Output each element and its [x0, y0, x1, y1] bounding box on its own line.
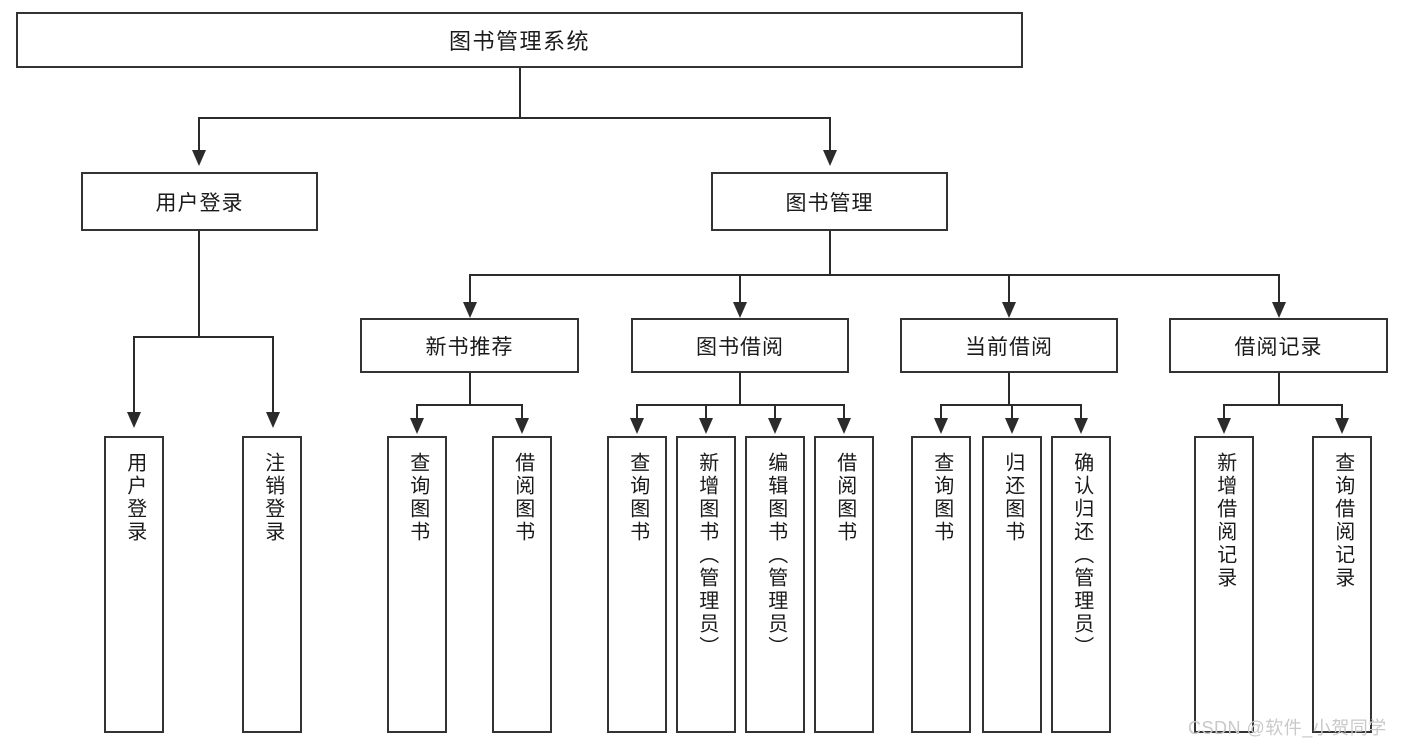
node-label: 借阅记录: [1234, 335, 1323, 359]
leaf-current-return-book[interactable]: 归还图书: [982, 436, 1042, 733]
leaf-recommend-query-book[interactable]: 查询图书: [387, 436, 447, 733]
leaf-label: 注销登录: [261, 452, 284, 544]
node-label: 用户登录: [155, 191, 244, 215]
connector-record-to-leaf-2: [1341, 404, 1343, 420]
connector-recommend-to-leaf-1: [416, 404, 418, 420]
leaf-label: 查询图书: [930, 452, 953, 544]
connector-current-to-leaf-3: [1080, 404, 1082, 420]
connector-login-to-leaf-2: [272, 336, 274, 414]
arrowhead-recommend-leaf-2: [515, 418, 529, 434]
leaf-label: 借阅图书: [833, 452, 856, 544]
leaf-user-logout[interactable]: 注销登录: [242, 436, 302, 733]
leaf-label: 编辑图书（管理员）: [764, 452, 787, 659]
connector-login-bus: [133, 336, 274, 338]
connector-recommend-stem: [469, 373, 471, 405]
leaf-label: 查询图书: [406, 452, 429, 544]
connector-borrow-to-leaf-4: [843, 404, 845, 420]
arrowhead-login-leaf-1: [127, 412, 141, 428]
connector-record-stem: [1278, 373, 1280, 405]
arrowhead-manage-record: [1272, 302, 1286, 318]
node-label: 当前借阅: [965, 335, 1053, 359]
leaf-label: 确认归还（管理员）: [1070, 452, 1093, 659]
connector-recommend-to-leaf-2: [521, 404, 523, 420]
leaf-current-confirm-return[interactable]: 确认归还（管理员）: [1051, 436, 1111, 733]
leaf-current-query-book[interactable]: 查询图书: [911, 436, 971, 733]
arrowhead-manage-borrow: [733, 302, 747, 318]
connector-root-bus: [198, 117, 830, 119]
node-current-borrow[interactable]: 当前借阅: [900, 318, 1118, 373]
node-user-login[interactable]: 用户登录: [81, 172, 318, 231]
connector-manage-to-borrow: [739, 274, 741, 304]
leaf-record-query-record[interactable]: 查询借阅记录: [1312, 436, 1372, 733]
arrowhead-manage-current: [1002, 302, 1016, 318]
connector-root-to-manage: [829, 117, 831, 152]
leaf-borrow-edit-book[interactable]: 编辑图书（管理员）: [745, 436, 805, 733]
leaf-label: 查询借阅记录: [1331, 452, 1354, 590]
connector-manage-to-record: [1278, 274, 1280, 304]
leaf-user-login[interactable]: 用户登录: [104, 436, 164, 733]
arrowhead-root-to-manage: [823, 150, 837, 166]
connector-root-stem: [519, 68, 521, 118]
arrowhead-borrow-leaf-1: [630, 418, 644, 434]
leaf-label: 新增图书（管理员）: [695, 452, 718, 659]
arrowhead-borrow-leaf-3: [768, 418, 782, 434]
arrowhead-root-to-login: [192, 150, 206, 166]
node-new-book-recommend[interactable]: 新书推荐: [360, 318, 579, 373]
connector-manage-to-recommend: [469, 274, 471, 304]
arrowhead-record-leaf-1: [1217, 418, 1231, 434]
connector-current-to-leaf-1: [940, 404, 942, 420]
leaf-label: 用户登录: [123, 452, 146, 544]
csdn-watermark: CSDN @软件_小贺同学: [1188, 718, 1387, 738]
node-borrow-record[interactable]: 借阅记录: [1169, 318, 1388, 373]
connector-record-to-leaf-1: [1223, 404, 1225, 420]
arrowhead-borrow-leaf-4: [837, 418, 851, 434]
connector-borrow-to-leaf-2: [705, 404, 707, 420]
arrowhead-manage-recommend: [463, 302, 477, 318]
arrowhead-current-leaf-2: [1005, 418, 1019, 434]
arrowhead-current-leaf-1: [934, 418, 948, 434]
leaf-recommend-borrow-book[interactable]: 借阅图书: [492, 436, 552, 733]
connector-recommend-bus: [416, 404, 523, 406]
leaf-label: 归还图书: [1001, 452, 1024, 544]
leaf-borrow-query-book[interactable]: 查询图书: [607, 436, 667, 733]
leaf-label: 借阅图书: [511, 452, 534, 544]
node-book-borrow[interactable]: 图书借阅: [631, 318, 849, 373]
node-label: 图书管理系统: [448, 29, 590, 54]
leaf-borrow-add-book[interactable]: 新增图书（管理员）: [676, 436, 736, 733]
arrowhead-login-leaf-2: [266, 412, 280, 428]
arrowhead-recommend-leaf-1: [410, 418, 424, 434]
connector-current-stem: [1008, 373, 1010, 405]
node-root-system[interactable]: 图书管理系统: [16, 12, 1023, 68]
connector-manage-to-current: [1008, 274, 1010, 304]
node-label: 新书推荐: [425, 335, 514, 359]
node-book-management[interactable]: 图书管理: [711, 172, 948, 231]
connector-login-to-leaf-1: [133, 336, 135, 414]
connector-root-to-login: [198, 117, 200, 152]
connector-borrow-stem: [739, 373, 741, 405]
connector-borrow-to-leaf-3: [774, 404, 776, 420]
node-label: 图书借阅: [696, 335, 784, 359]
connector-borrow-to-leaf-1: [636, 404, 638, 420]
connector-current-to-leaf-2: [1011, 404, 1013, 420]
arrowhead-record-leaf-2: [1335, 418, 1349, 434]
connector-borrow-bus: [636, 404, 844, 406]
leaf-borrow-borrow-book[interactable]: 借阅图书: [814, 436, 874, 733]
leaf-label: 新增借阅记录: [1213, 452, 1236, 590]
arrowhead-borrow-leaf-2: [699, 418, 713, 434]
connector-record-bus: [1223, 404, 1343, 406]
connector-login-stem: [198, 231, 200, 337]
connector-manage-bus: [469, 274, 1280, 276]
connector-current-bus: [940, 404, 1081, 406]
connector-manage-stem: [829, 231, 831, 275]
node-label: 图书管理: [785, 191, 874, 215]
leaf-label: 查询图书: [626, 452, 649, 544]
leaf-record-add-record[interactable]: 新增借阅记录: [1194, 436, 1254, 733]
arrowhead-current-leaf-3: [1074, 418, 1088, 434]
